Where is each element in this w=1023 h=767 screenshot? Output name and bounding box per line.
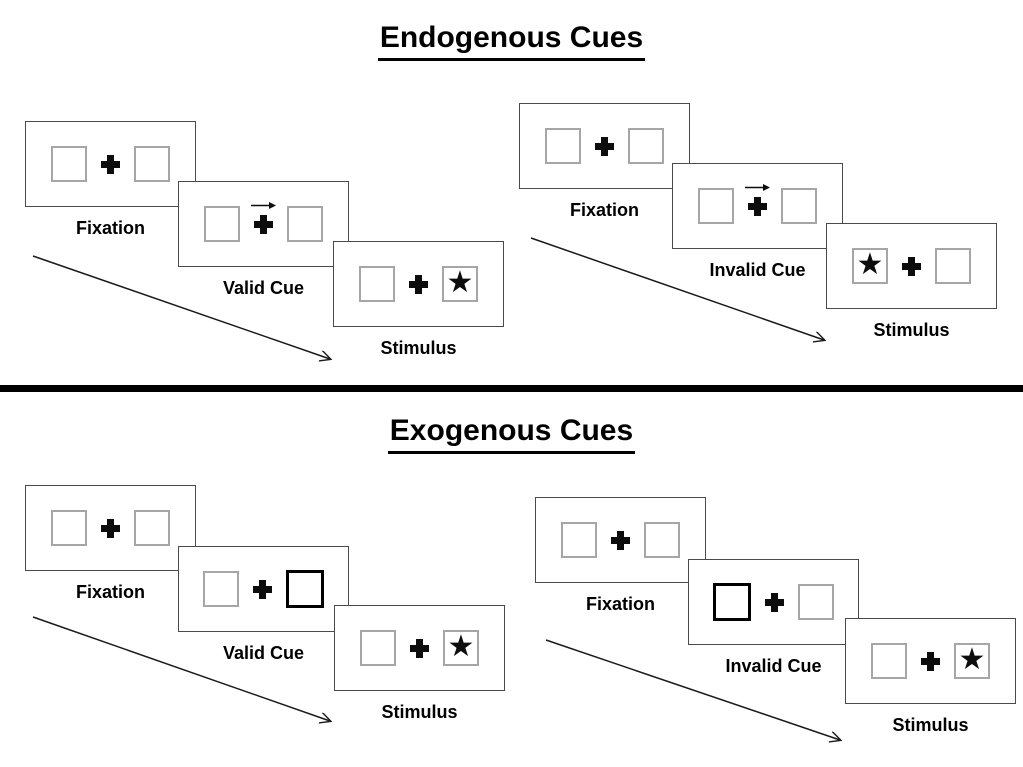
cue-screen — [178, 546, 349, 632]
panel-exo-valid-stimulus: ★ Stimulus — [334, 605, 505, 722]
left-box — [871, 643, 907, 679]
fixation-cross-icon — [101, 154, 120, 174]
panel-label: Valid Cue — [222, 278, 305, 298]
star-icon: ★ — [447, 630, 475, 663]
panel-label: Invalid Cue — [725, 656, 822, 676]
fixation-cross-icon — [765, 592, 784, 612]
fixation-screen — [519, 103, 690, 189]
left-box — [561, 522, 597, 558]
right-box — [287, 206, 323, 242]
right-box — [134, 510, 170, 546]
panel-label: Fixation — [569, 200, 639, 220]
panel-label: Stimulus — [381, 702, 458, 722]
fixation-cross-wrap — [409, 274, 428, 294]
timeline-arrow-endo-invalid — [530, 237, 824, 340]
fixation-cross-icon — [921, 651, 940, 671]
right-box — [134, 146, 170, 182]
fixation-cross-wrap — [611, 530, 630, 550]
panel-exo-invalid-fixation: Fixation — [535, 497, 706, 614]
section-title-exogenous-wrap: Exogenous Cues — [0, 414, 1023, 454]
left-box — [359, 266, 395, 302]
fixation-cross-wrap — [921, 651, 940, 671]
fixation-cross-wrap — [250, 201, 276, 234]
fixation-screen — [535, 497, 706, 583]
right-box — [628, 128, 664, 164]
left-box — [698, 188, 734, 224]
cue-arrow-icon — [250, 201, 276, 209]
right-box: ★ — [442, 266, 478, 302]
panel-label: Fixation — [75, 582, 145, 602]
fixation-cross-icon — [748, 196, 767, 216]
panel-endo-valid-stimulus: ★ Stimulus — [333, 241, 504, 358]
fixation-cross-icon — [902, 256, 921, 276]
panel-label: Fixation — [75, 218, 145, 238]
stimulus-screen: ★ — [334, 605, 505, 691]
timeline-arrow-endo-valid — [32, 255, 330, 359]
fixation-screen — [25, 121, 196, 207]
cue-screen — [672, 163, 843, 249]
right-box: ★ — [443, 630, 479, 666]
panel-endo-valid-fixation: Fixation — [25, 121, 196, 238]
fixation-cross-wrap — [902, 256, 921, 276]
fixation-cross-wrap — [253, 579, 272, 599]
right-box — [798, 584, 834, 620]
fixation-cross-icon — [254, 214, 273, 234]
cue-screen — [688, 559, 859, 645]
fixation-cross-wrap — [410, 638, 429, 658]
panel-endo-invalid-fixation: Fixation — [519, 103, 690, 220]
left-box — [204, 206, 240, 242]
panel-exo-invalid-cue: Invalid Cue — [688, 559, 859, 676]
stimulus-screen: ★ — [826, 223, 997, 309]
panel-endo-invalid-cue: Invalid Cue — [672, 163, 843, 280]
right-box — [644, 522, 680, 558]
left-box — [545, 128, 581, 164]
star-icon: ★ — [856, 248, 884, 281]
right-box-highlighted — [286, 570, 324, 608]
right-box: ★ — [954, 643, 990, 679]
left-box — [51, 510, 87, 546]
timeline-arrow-exo-invalid — [545, 639, 840, 740]
fixation-cross-icon — [253, 579, 272, 599]
fixation-cross-icon — [595, 136, 614, 156]
section-title-exogenous: Exogenous Cues — [387, 414, 636, 454]
panel-endo-valid-cue: Valid Cue — [178, 181, 349, 298]
panel-label: Valid Cue — [222, 643, 305, 663]
fixation-cross-wrap — [765, 592, 784, 612]
fixation-cross-icon — [611, 530, 630, 550]
left-box — [203, 571, 239, 607]
fixation-cross-wrap — [595, 136, 614, 156]
stimulus-screen: ★ — [333, 241, 504, 327]
right-box — [935, 248, 971, 284]
right-box — [781, 188, 817, 224]
fixation-cross-icon — [101, 518, 120, 538]
star-icon: ★ — [446, 266, 474, 299]
timeline-arrow-exo-valid — [32, 616, 330, 721]
panel-exo-invalid-stimulus: ★ Stimulus — [845, 618, 1016, 735]
section-title-endogenous-wrap: Endogenous Cues — [0, 21, 1023, 61]
fixation-cross-icon — [410, 638, 429, 658]
fixation-screen — [25, 485, 196, 571]
stimulus-screen: ★ — [845, 618, 1016, 704]
cue-screen — [178, 181, 349, 267]
panel-label: Stimulus — [380, 338, 457, 358]
panel-exo-valid-cue: Valid Cue — [178, 546, 349, 663]
panel-label: Stimulus — [892, 715, 969, 735]
left-box: ★ — [852, 248, 888, 284]
fixation-cross-icon — [409, 274, 428, 294]
left-box — [360, 630, 396, 666]
panel-exo-valid-fixation: Fixation — [25, 485, 196, 602]
panel-label: Invalid Cue — [709, 260, 806, 280]
section-divider — [0, 385, 1023, 392]
panel-endo-invalid-stimulus: ★ Stimulus — [826, 223, 997, 340]
fixation-cross-wrap — [101, 154, 120, 174]
panel-label: Stimulus — [873, 320, 950, 340]
section-title-endogenous: Endogenous Cues — [377, 21, 646, 61]
fixation-cross-wrap — [101, 518, 120, 538]
left-box — [51, 146, 87, 182]
left-box-highlighted — [713, 583, 751, 621]
cue-arrow-icon — [744, 183, 770, 191]
star-icon: ★ — [958, 643, 986, 676]
panel-label: Fixation — [585, 594, 655, 614]
fixation-cross-wrap — [744, 183, 770, 216]
